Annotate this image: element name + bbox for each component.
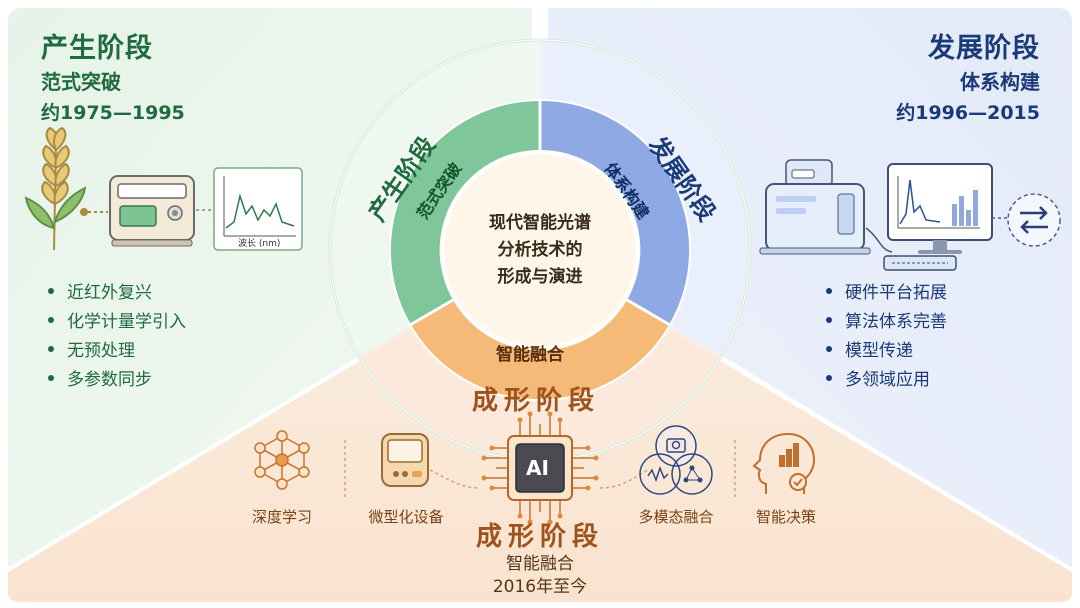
- spectrum-graph-xlabel: 波长 (nm): [238, 239, 281, 249]
- center-circle: [440, 150, 640, 350]
- stage2-subtitle: 体系构建: [960, 70, 1040, 94]
- spectrum-graph-icon: [213, 167, 303, 251]
- spectrometer-icon: [109, 175, 195, 247]
- list-item: 算法体系完善: [826, 308, 947, 337]
- stage2-list: 硬件平台拓展 算法体系完善 模型传递 多领域应用: [826, 279, 947, 395]
- feature-label: 智能决策: [755, 508, 816, 526]
- feature-label: 深度学习: [251, 508, 312, 526]
- wheat-icon: [24, 126, 87, 251]
- ai-chip-icon: [481, 411, 599, 525]
- feature-label: 微型化设备: [368, 508, 444, 526]
- stage3-title: 成形阶段: [475, 522, 604, 552]
- stage3-date: 2016年至今: [492, 577, 588, 597]
- multimodal-icon: [639, 425, 713, 495]
- ring-stage3-sub: 智能融合: [496, 345, 564, 365]
- list-item: 无预处理: [48, 337, 186, 366]
- neural-network-icon: [254, 430, 310, 490]
- list-item: 多领域应用: [826, 366, 947, 395]
- list-item: 化学计量学引入: [48, 308, 186, 337]
- ai-chip-label: AI: [526, 456, 549, 480]
- benchtop-spectrometer-icon: [759, 159, 871, 255]
- list-item: 近红外复兴: [48, 279, 186, 308]
- decision-head-icon: [752, 432, 816, 494]
- stage1-list: 近红外复兴 化学计量学引入 无预处理 多参数同步: [48, 279, 186, 395]
- list-item: 硬件平台拓展: [826, 279, 947, 308]
- stage3-subtitle: 智能融合: [506, 554, 574, 574]
- stage2-title: 发展阶段: [928, 33, 1040, 64]
- middle-ring: [388, 99, 692, 402]
- stage1-title: 产生阶段: [41, 33, 153, 64]
- feature-label: 多模态融合: [638, 508, 714, 526]
- stage2-date: 约1996—2015: [896, 102, 1040, 124]
- ring-stage3-title: 成形阶段: [472, 386, 601, 416]
- list-item: 多参数同步: [48, 366, 186, 395]
- stage1-subtitle: 范式突破: [41, 70, 121, 94]
- transfer-arrows-icon: [992, 193, 1061, 247]
- computer-monitor-icon: [883, 163, 993, 271]
- center-title: 现代智能光谱 分析技术的 形成与演进: [489, 213, 591, 287]
- stage1-date: 约1975—1995: [41, 102, 185, 124]
- list-item: 模型传递: [826, 337, 947, 366]
- handheld-device-icon: [381, 433, 429, 487]
